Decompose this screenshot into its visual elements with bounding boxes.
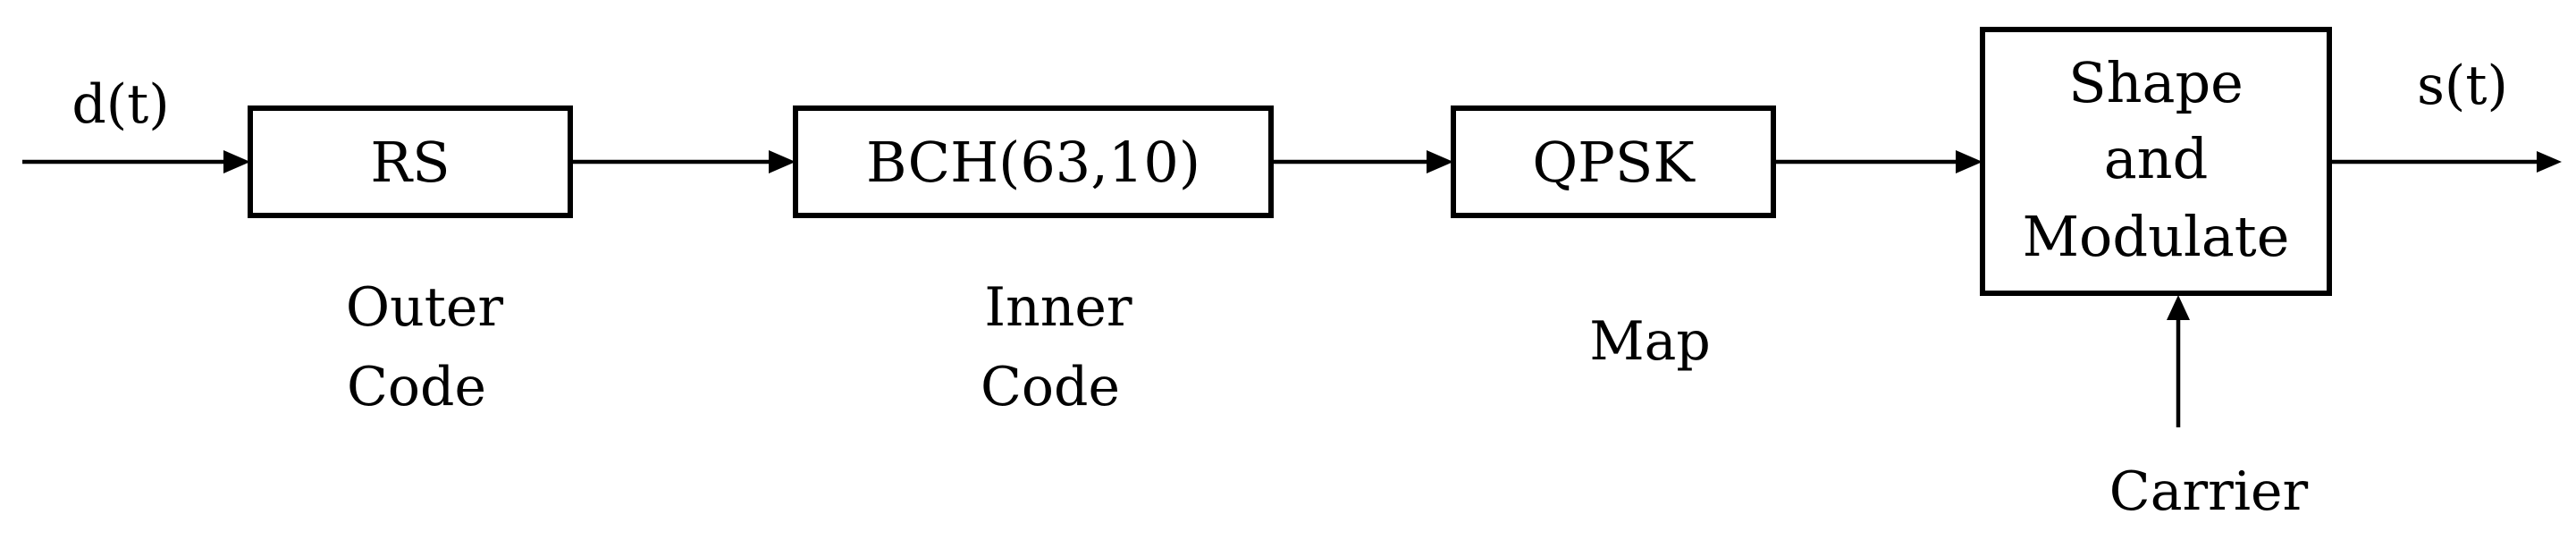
shape-modulate-label-line2: and xyxy=(2104,126,2209,191)
rs-to-bch-arrowhead xyxy=(769,150,796,173)
map-caption: Map xyxy=(1589,310,1711,373)
shape-modulate-label-line1: Shape xyxy=(2068,50,2243,115)
shape-modulate-label-line3: Modulate xyxy=(2023,204,2290,269)
qpsk-to-modulator-arrowhead xyxy=(1956,150,1983,173)
output-arrowhead xyxy=(2537,151,2562,173)
qpsk-block-label: QPSK xyxy=(1532,130,1696,195)
qpsk-block xyxy=(1451,105,1776,218)
input-arrowhead xyxy=(223,150,250,173)
rs-block-label: RS xyxy=(370,130,450,195)
output-signal-label: s(t) xyxy=(2417,55,2508,117)
bch-to-qpsk-arrowhead xyxy=(1427,150,1453,173)
carrier-label: Carrier xyxy=(2109,460,2309,523)
bch-block-label: BCH(63,10) xyxy=(866,130,1200,195)
input-signal-label: d(t) xyxy=(72,73,169,136)
outer-code-caption-line2: Code xyxy=(347,356,486,418)
inner-code-caption-line2: Code xyxy=(981,356,1120,418)
carrier-arrowhead xyxy=(2167,295,2190,320)
inner-code-caption-line1: Inner xyxy=(984,276,1132,339)
outer-code-caption-line1: Outer xyxy=(346,276,503,339)
shape-modulate-block xyxy=(1980,27,2332,296)
